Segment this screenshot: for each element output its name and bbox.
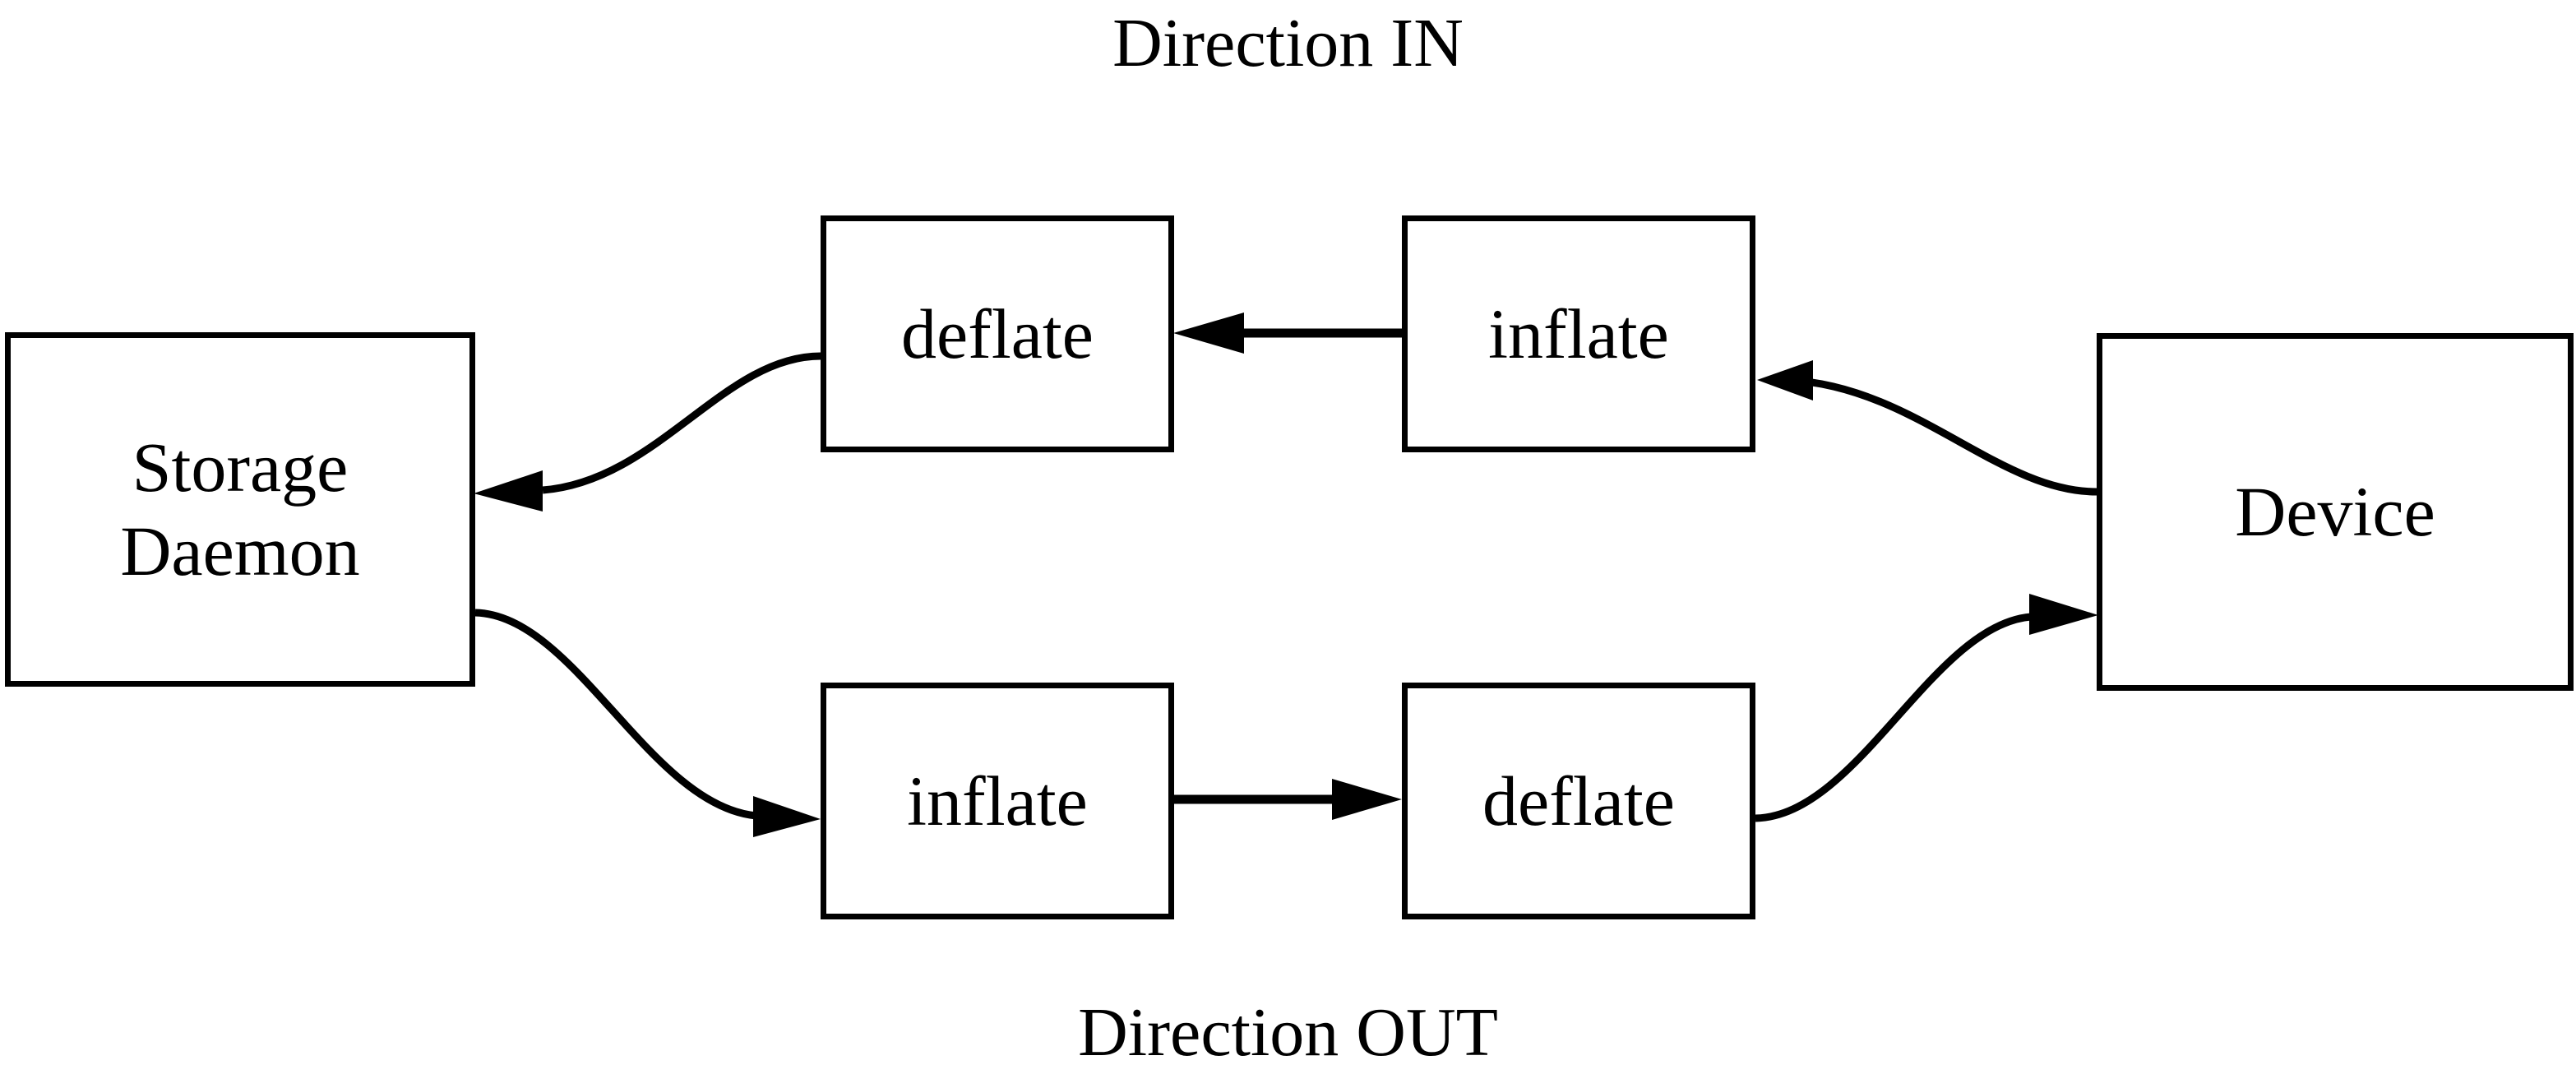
node-storage-daemon-label-line2: Daemon xyxy=(120,511,360,590)
node-device[interactable]: Device xyxy=(2097,333,2574,691)
node-storage-daemon[interactable]: Storage Daemon xyxy=(5,332,475,687)
edge-deflate-in-to-storage-daemon xyxy=(474,352,821,512)
direction-out-label: Direction OUT xyxy=(1078,994,1498,1071)
node-deflate-out[interactable]: deflate xyxy=(1402,683,1755,919)
edge-inflate-in-to-deflate-in xyxy=(1173,313,1402,354)
node-inflate-in[interactable]: inflate xyxy=(1402,215,1755,452)
node-deflate-in[interactable]: deflate xyxy=(821,215,1174,452)
edge-inflate-out-to-deflate-out xyxy=(1173,779,1402,820)
edge-deflate-out-to-device xyxy=(1755,594,2098,822)
direction-in-label: Direction IN xyxy=(1112,5,1464,81)
edge-device-to-inflate-in xyxy=(1757,360,2097,496)
node-inflate-out[interactable]: inflate xyxy=(821,683,1174,919)
node-device-label: Device xyxy=(2235,472,2435,552)
node-deflate-out-label: deflate xyxy=(1482,761,1675,840)
node-inflate-out-label: inflate xyxy=(907,761,1088,840)
node-inflate-in-label: inflate xyxy=(1488,294,1669,373)
node-storage-daemon-label-line1: Storage xyxy=(132,428,349,507)
node-deflate-in-label: deflate xyxy=(901,294,1094,373)
edge-storage-daemon-to-inflate-out xyxy=(474,609,821,837)
